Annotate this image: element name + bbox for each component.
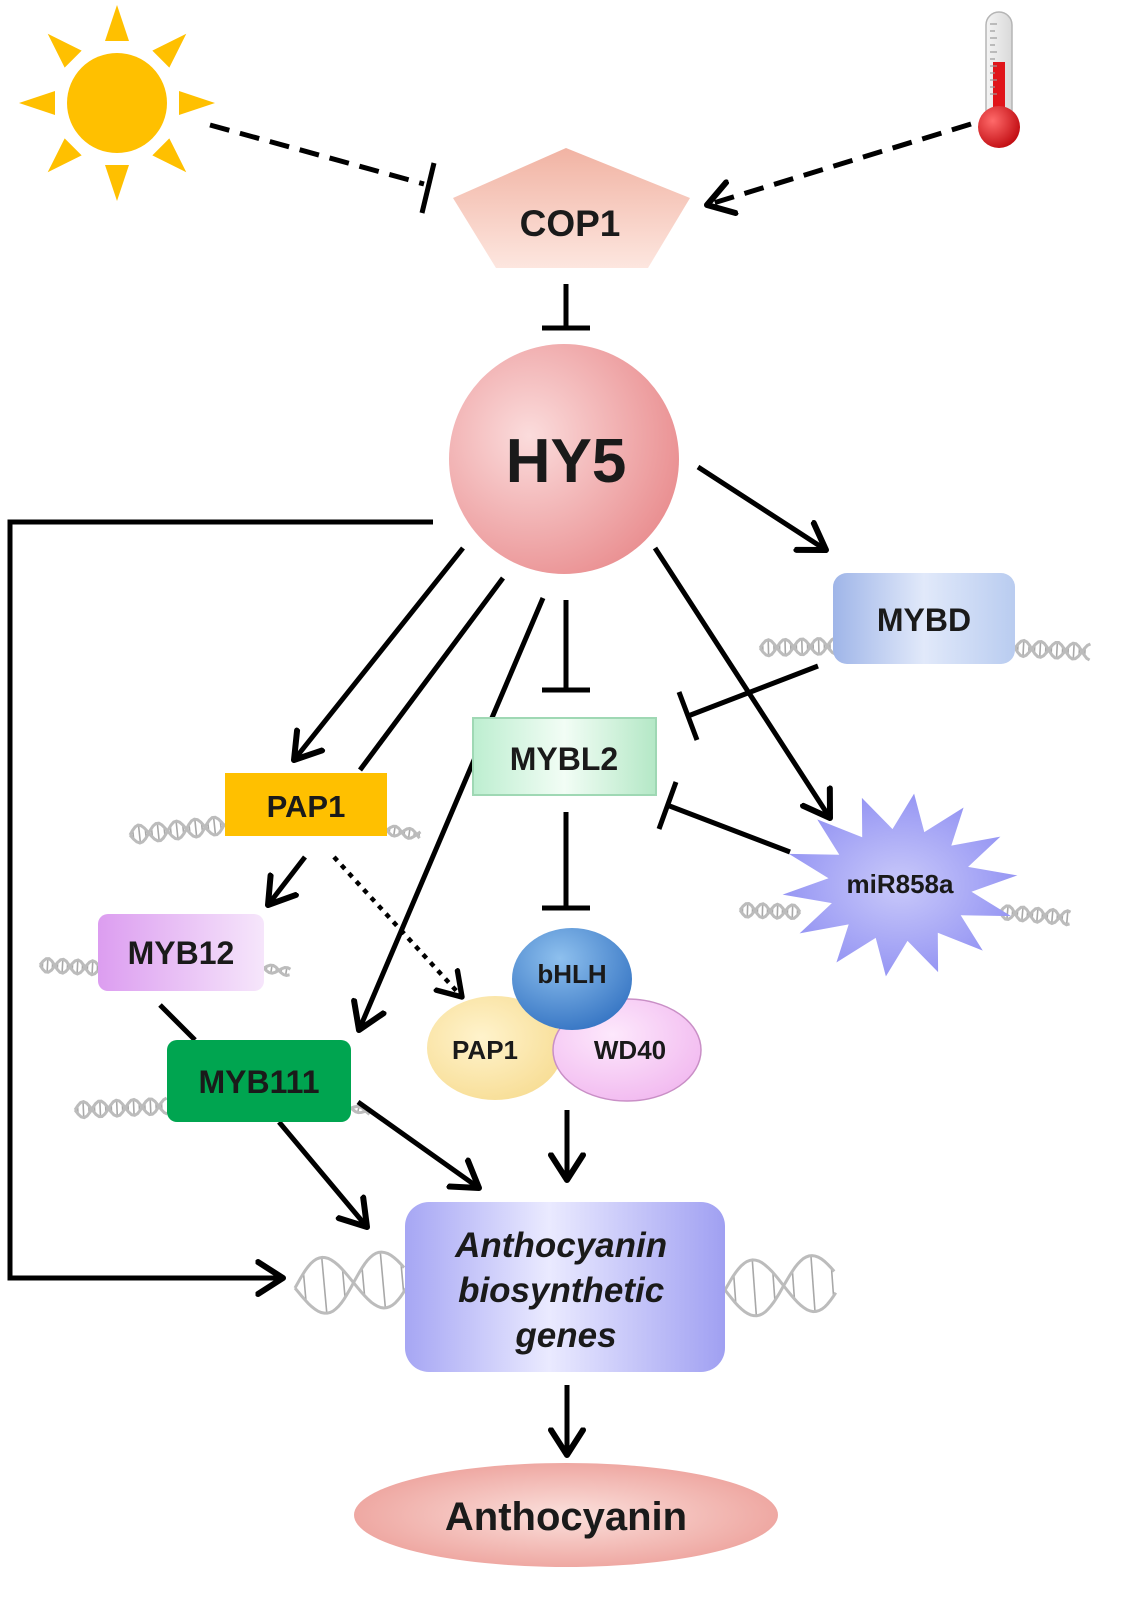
complex-pap1-label: PAP1: [452, 1035, 518, 1065]
edge-light-inhibits-cop1: [209, 122, 425, 187]
genes-label-line-2: biosynthetic: [458, 1271, 664, 1310]
edge-temperature-activates-cop1: [707, 121, 972, 205]
myb12-node: MYB12: [98, 914, 264, 991]
edge-hy5-activates-myb12: [357, 576, 506, 772]
anthocyanin-genes-node: Anthocyanin biosynthetic genes: [405, 1202, 725, 1372]
dna-helix-icon: [262, 963, 292, 977]
dna-helix-icon: [723, 1254, 838, 1318]
dna-helix-icon: [38, 957, 100, 977]
hy5-label: HY5: [506, 427, 627, 496]
myb111-node: MYB111: [167, 1040, 351, 1122]
mybd-node: MYBD: [833, 573, 1015, 664]
hy5-node: HY5: [449, 344, 679, 574]
dna-helix-icon: [128, 815, 227, 845]
anthocyanin-label: Anthocyanin: [445, 1495, 687, 1539]
edge-myb111-activates-genes: [356, 1099, 479, 1188]
myb12-label: MYB12: [128, 935, 235, 971]
dna-helix-icon: [385, 824, 422, 840]
edge-hy5-inhibits-mybl2: [542, 600, 590, 693]
edge-hy5-activates-pap1: [294, 546, 465, 760]
dna-helix-icon: [1013, 638, 1092, 662]
edge-pap1-activates-myb12: [268, 855, 307, 905]
genes-label-line-3: genes: [514, 1316, 616, 1355]
genes-label-line-1: Anthocyanin: [454, 1226, 667, 1265]
edge-light-inhibits-cop1-bar: [419, 162, 437, 214]
edge-mybl2-inhibits-complex: [542, 812, 590, 911]
wd40-label: WD40: [594, 1035, 666, 1065]
mybl2-label: MYBL2: [510, 741, 618, 777]
sun-icon: [19, 5, 215, 201]
dna-helix-icon: [998, 904, 1072, 927]
edge-hy5-activates-myb111: [359, 597, 546, 1030]
bhlh-label: bHLH: [537, 959, 606, 989]
cop1-node: COP1: [453, 148, 690, 268]
anthocyanin-node: Anthocyanin: [354, 1463, 778, 1567]
edge-hy5-activates-mybd: [696, 464, 826, 550]
edge-hy5-activates-genes-loop: [7, 519, 433, 1278]
edge-mir858a-inhibits-mybl2: [656, 781, 791, 855]
dna-helix-icon: [73, 1096, 168, 1120]
thermometer-icon: [978, 11, 1020, 148]
dna-helix-icon: [293, 1250, 408, 1315]
mir858a-label: miR858a: [847, 869, 954, 899]
edge-pap1-activates-complex: [332, 855, 462, 997]
pap1-node: PAP1: [225, 773, 387, 836]
mir858a-node: miR858a: [782, 793, 1018, 977]
pap1-label: PAP1: [267, 789, 346, 824]
edge-myb12-activates-genes: [158, 1003, 367, 1227]
genes-label: Anthocyanin biosynthetic genes: [454, 1226, 677, 1355]
edge-hy5-activates-mir858a: [652, 546, 830, 818]
edge-cop1-inhibits-hy5: [542, 284, 590, 331]
edges: [7, 121, 972, 1455]
dna-helix-icon: [758, 636, 836, 658]
mybl2-node: MYBL2: [472, 717, 657, 796]
edge-mybd-inhibits-mybl2: [676, 663, 819, 741]
cop1-label: COP1: [520, 203, 621, 244]
dna-helix-icon: [738, 901, 802, 921]
myb111-label: MYB111: [199, 1064, 320, 1100]
bhlh-pap1-wd40-complex: bHLH PAP1 WD40: [427, 928, 702, 1102]
mybd-label: MYBD: [877, 602, 971, 638]
